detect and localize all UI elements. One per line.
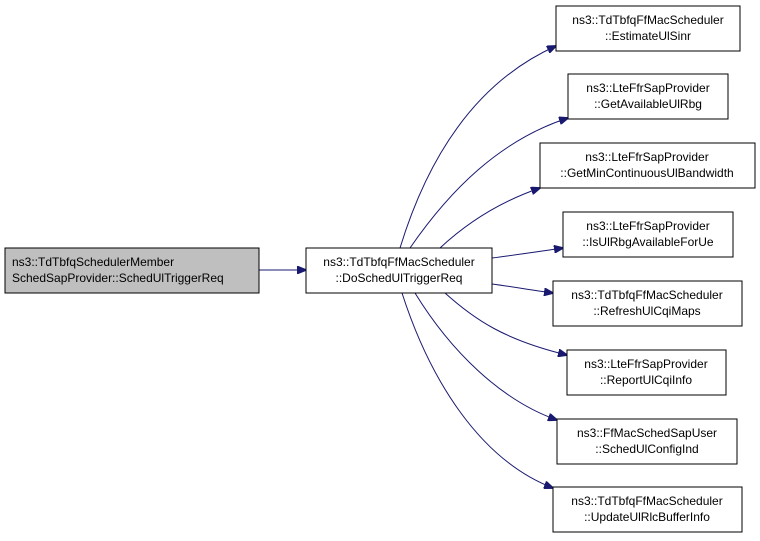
node-update-ul-rlc-buffer-info-line-1: ns3::TdTbfqFfMacScheduler <box>571 494 722 508</box>
node-main-line-2: ::DoSchedUlTriggerReq <box>336 271 463 285</box>
node-is-ul-rbg-available-for-ue[interactable]: ns3::LteFfrSapProvider ::IsUlRbgAvailabl… <box>562 211 734 258</box>
edge-main-to-refresh-ul-cqi-maps <box>491 283 553 293</box>
node-get-min-continuous-ul-bandwidth-line-1: ns3::LteFfrSapProvider <box>585 150 708 164</box>
node-get-available-ul-rbg-line-2: ::GetAvailableUlRbg <box>594 97 702 111</box>
node-report-ul-cqi-info[interactable]: ns3::LteFfrSapProvider ::ReportUlCqiInfo <box>566 349 727 396</box>
node-source-line-1: ns3::TdTbfqSchedulerMember <box>12 255 174 269</box>
node-get-available-ul-rbg[interactable]: ns3::LteFfrSapProvider ::GetAvailableUlR… <box>567 73 729 120</box>
node-is-ul-rbg-available-for-ue-line-1: ns3::LteFfrSapProvider <box>586 219 709 233</box>
node-refresh-ul-cqi-maps[interactable]: ns3::TdTbfqFfMacScheduler ::RefreshUlCqi… <box>552 280 743 327</box>
edge-main-to-estimate-ul-sinr <box>399 46 556 249</box>
edge-main-to-get-min-continuous-ul-bandwidth <box>439 188 540 249</box>
node-refresh-ul-cqi-maps-line-2: ::RefreshUlCqiMaps <box>593 304 700 318</box>
node-get-min-continuous-ul-bandwidth-box <box>539 142 756 189</box>
node-source[interactable]: ns3::TdTbfqSchedulerMember SchedSapProvi… <box>4 247 260 294</box>
node-source-box <box>4 247 260 294</box>
node-report-ul-cqi-info-line-1: ns3::LteFfrSapProvider <box>584 357 707 371</box>
node-estimate-ul-sinr-line-2: ::EstimateUlSinr <box>605 29 691 43</box>
node-get-min-continuous-ul-bandwidth[interactable]: ns3::LteFfrSapProvider ::GetMinContinuou… <box>539 142 756 189</box>
node-sched-ul-config-ind-line-2: ::SchedUlConfigInd <box>595 442 698 456</box>
node-get-available-ul-rbg-line-1: ns3::LteFfrSapProvider <box>586 81 709 95</box>
node-update-ul-rlc-buffer-info-box <box>552 486 743 533</box>
node-sched-ul-config-ind-box <box>556 418 738 465</box>
edge-main-to-report-ul-cqi-info <box>444 292 567 355</box>
node-update-ul-rlc-buffer-info[interactable]: ns3::TdTbfqFfMacScheduler ::UpdateUlRlcB… <box>552 486 743 533</box>
node-refresh-ul-cqi-maps-line-1: ns3::TdTbfqFfMacScheduler <box>571 288 722 302</box>
node-main-box <box>305 247 493 294</box>
node-refresh-ul-cqi-maps-box <box>552 280 743 327</box>
edge-main-to-sched-ul-config-ind <box>414 292 557 420</box>
edges <box>259 46 568 488</box>
node-report-ul-cqi-info-box <box>566 349 727 396</box>
node-estimate-ul-sinr-box <box>555 5 741 52</box>
node-is-ul-rbg-available-for-ue-line-2: ::IsUlRbgAvailableForUe <box>582 235 713 249</box>
node-source-line-2: SchedSapProvider::SchedUlTriggerReq <box>12 271 224 285</box>
node-is-ul-rbg-available-for-ue-box <box>562 211 734 258</box>
node-report-ul-cqi-info-line-2: ::ReportUlCqiInfo <box>600 373 692 387</box>
node-estimate-ul-sinr[interactable]: ns3::TdTbfqFfMacScheduler ::EstimateUlSi… <box>555 5 741 52</box>
node-main-line-1: ns3::TdTbfqFfMacScheduler <box>323 255 474 269</box>
node-get-min-continuous-ul-bandwidth-line-2: ::GetMinContinuousUlBandwidth <box>560 166 733 180</box>
edge-main-to-update-ul-rlc-buffer-info <box>401 292 553 488</box>
node-main[interactable]: ns3::TdTbfqFfMacScheduler ::DoSchedUlTri… <box>305 247 493 294</box>
node-sched-ul-config-ind-line-1: ns3::FfMacSchedSapUser <box>577 426 717 440</box>
edge-main-to-is-ul-rbg-available-for-ue <box>491 248 563 259</box>
node-sched-ul-config-ind[interactable]: ns3::FfMacSchedSapUser ::SchedUlConfigIn… <box>556 418 738 465</box>
node-get-available-ul-rbg-box <box>567 73 729 120</box>
node-update-ul-rlc-buffer-info-line-2: ::UpdateUlRlcBufferInfo <box>584 510 710 524</box>
node-estimate-ul-sinr-line-1: ns3::TdTbfqFfMacScheduler <box>572 13 723 27</box>
edge-main-to-get-available-ul-rbg <box>409 118 568 249</box>
